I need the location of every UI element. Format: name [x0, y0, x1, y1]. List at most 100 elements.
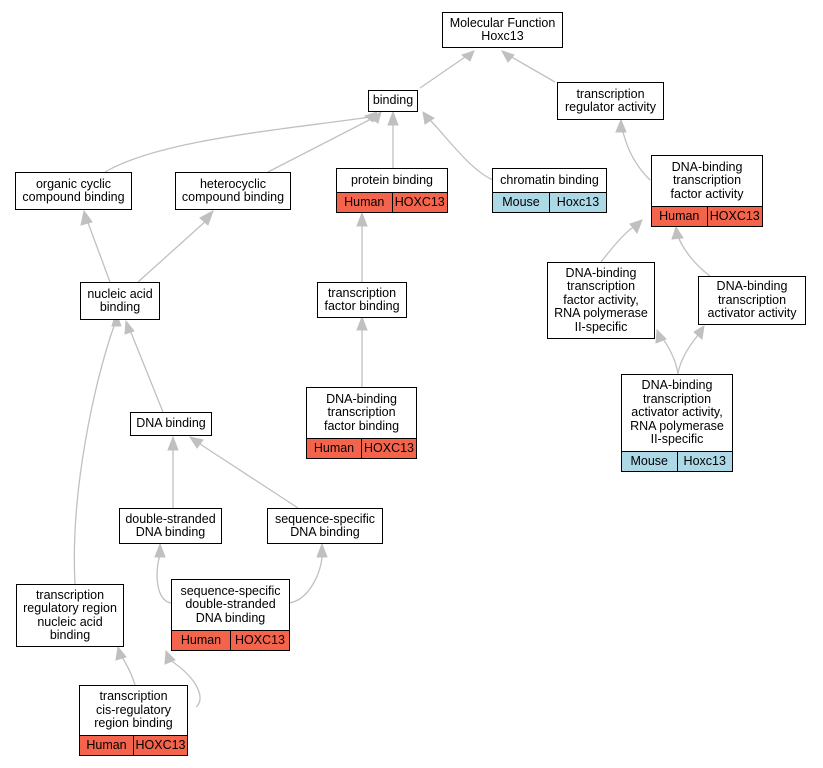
arrowhead	[693, 325, 705, 340]
annotation-row: Human HOXC13	[307, 438, 416, 458]
node-dna-binding-transcription-factor-binding[interactable]: DNA-binding transcription factor binding…	[306, 387, 417, 459]
node-label: DNA-binding transcription activator acti…	[707, 279, 797, 321]
arrowhead	[629, 219, 643, 235]
node-label: transcription cis-regulatory region bind…	[94, 689, 173, 731]
node-label: DNA-binding transcription factor activit…	[554, 265, 648, 334]
edge-ssdna-to-dnab	[199, 443, 299, 509]
edge-hcb-to-binding	[267, 116, 376, 173]
node-label: binding	[372, 93, 414, 108]
gene-cell: Hoxc13	[676, 452, 733, 471]
species-cell: Human	[86, 737, 127, 752]
node-molecular-function[interactable]: Molecular Function Hoxc13	[442, 12, 563, 48]
annotation-row: Mouse Hoxc13	[622, 451, 732, 471]
arrowhead	[422, 111, 435, 125]
node-chromatin-binding[interactable]: chromatin binding Mouse Hoxc13	[492, 168, 607, 213]
node-dna-binding-transcription-factor-activity[interactable]: DNA-binding transcription factor activit…	[651, 155, 763, 227]
node-sequence-specific-dna-binding[interactable]: sequence-specific DNA binding	[267, 508, 383, 544]
node-dna-binding-transcription-activator-activity-rnap2[interactable]: DNA-binding transcription activator acti…	[621, 374, 733, 472]
edge-tcrr-to-ssds	[169, 659, 201, 708]
annotation-row: Human HOXC13	[337, 192, 447, 212]
node-label: Molecular Function Hoxc13	[449, 15, 556, 43]
node-label: transcription regulatory region nucleic …	[23, 587, 117, 642]
edge-ssds-to-dsdna	[156, 554, 172, 604]
node-label: transcription factor binding	[324, 285, 400, 313]
gene-cell: HOXC13	[391, 193, 448, 212]
node-nucleic-acid-binding[interactable]: nucleic acid binding	[80, 282, 160, 320]
arrowhead	[80, 209, 93, 226]
species-cell: Human	[659, 208, 700, 223]
node-label: DNA-binding transcription factor binding	[323, 391, 400, 433]
arrowhead	[356, 211, 368, 227]
arrowhead	[154, 542, 166, 558]
node-label: heterocyclic compound binding	[181, 176, 285, 204]
species-cell: Human	[313, 440, 355, 455]
arrowhead	[460, 50, 475, 62]
arrowhead	[500, 50, 515, 63]
arrowhead	[124, 319, 135, 335]
arrowhead	[356, 315, 368, 331]
node-transcription-regulator-activity[interactable]: transcription regulator activity	[557, 82, 664, 120]
edge-ocb-to-binding	[104, 116, 371, 173]
annotation-row: Human HOXC13	[172, 630, 289, 650]
node-dna-binding[interactable]: DNA binding	[130, 412, 212, 436]
edge-tcrr-to-trr	[121, 656, 136, 686]
node-label: organic cyclic compound binding	[22, 176, 125, 204]
gene-cell: Hoxc13	[549, 193, 606, 212]
node-organic-cyclic-compound-binding[interactable]: organic cyclic compound binding	[15, 172, 132, 210]
species-cell: Human	[344, 194, 385, 209]
arrowhead	[164, 649, 176, 665]
arrowhead	[369, 110, 382, 124]
gene-cell: HOXC13	[230, 631, 289, 650]
species-cell: Human	[180, 632, 222, 647]
annotation-row: Mouse Hoxc13	[493, 192, 606, 212]
edge-nab-to-hcb	[137, 219, 208, 283]
arrowhead	[671, 225, 684, 240]
node-double-stranded-dna-binding[interactable]: double-stranded DNA binding	[119, 508, 222, 544]
node-label: DNA binding	[136, 416, 206, 431]
node-dna-binding-transcription-activator-activity[interactable]: DNA-binding transcription activator acti…	[698, 276, 806, 325]
node-label: chromatin binding	[500, 172, 599, 187]
edge-dbtfa-to-tra	[621, 127, 651, 181]
node-binding[interactable]: binding	[368, 90, 418, 112]
gene-cell: HOXC13	[133, 736, 187, 755]
node-transcription-factor-binding[interactable]: transcription factor binding	[317, 282, 407, 318]
node-label: nucleic acid binding	[87, 286, 153, 314]
edge-nab-to-ocb	[86, 219, 111, 283]
node-label: sequence-specific DNA binding	[274, 511, 376, 539]
edge-dbtfa2-to-dbtfa	[600, 225, 636, 263]
annotation-row: Human HOXC13	[652, 206, 762, 226]
edge-dbtaa2-to-dbtfa2	[661, 337, 679, 375]
node-label: transcription regulator activity	[564, 86, 656, 114]
node-protein-binding[interactable]: protein binding Human HOXC13	[336, 168, 448, 213]
node-label: DNA-binding transcription factor activit…	[670, 159, 744, 201]
annotation-row: Human HOXC13	[80, 735, 187, 755]
edge-cb-to-binding	[429, 119, 494, 181]
species-cell: Mouse	[630, 453, 669, 468]
node-label: sequence-specific double-stranded DNA bi…	[180, 583, 281, 625]
arrowhead	[655, 328, 667, 344]
node-label: DNA-binding transcription activator acti…	[630, 378, 724, 447]
arrowhead	[615, 118, 627, 133]
gene-cell: HOXC13	[706, 207, 763, 226]
edge-binding-to-mf	[419, 54, 469, 89]
edge-ssds-to-ssdna	[288, 554, 323, 604]
node-dna-binding-transcription-factor-activity-rnap2[interactable]: DNA-binding transcription factor activit…	[547, 262, 655, 339]
edge-tra-to-mf	[507, 54, 556, 83]
edge-dbtaa-to-dbtfa	[677, 235, 711, 277]
edge-dnab-to-nab	[129, 329, 164, 413]
node-label: protein binding	[350, 172, 433, 187]
node-label: double-stranded DNA binding	[125, 511, 216, 539]
node-heterocyclic-compound-binding[interactable]: heterocyclic compound binding	[175, 172, 291, 210]
node-transcription-regulatory-region-nucleic-acid-binding[interactable]: transcription regulatory region nucleic …	[16, 584, 124, 647]
gene-cell: HOXC13	[361, 439, 416, 458]
node-sequence-specific-double-stranded-dna-binding[interactable]: sequence-specific double-stranded DNA bi…	[171, 579, 290, 651]
arrowhead	[387, 110, 399, 126]
arrowhead	[199, 209, 214, 226]
arrowhead	[115, 645, 127, 661]
arrowhead	[188, 436, 204, 449]
node-transcription-cis-regulatory-region-binding[interactable]: transcription cis-regulatory region bind…	[79, 685, 188, 756]
species-cell: Mouse	[502, 194, 540, 209]
edge-trr-to-nab	[73, 322, 116, 585]
arrowhead	[316, 542, 328, 558]
